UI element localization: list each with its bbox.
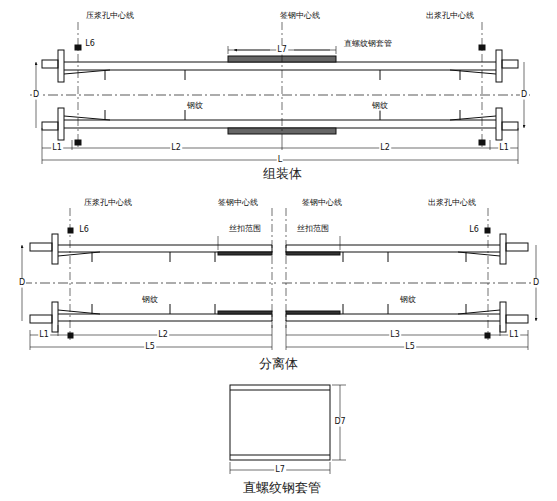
- dimension-label: L2: [379, 144, 391, 153]
- dimension-label: L5: [144, 343, 156, 352]
- dimension-label: L7: [276, 46, 288, 55]
- dimension-label: 出浆孔中心线: [427, 199, 477, 208]
- figure-caption: 组装体: [262, 167, 303, 181]
- dimension-label: L1: [508, 331, 520, 340]
- dimension-label: 签钢中心线: [217, 199, 259, 208]
- dimension-label: D7: [333, 418, 346, 427]
- dimension-label: 丝扣范围: [228, 225, 262, 234]
- dimension-label: 签钢中心线: [301, 199, 343, 208]
- dimension-label: L1: [38, 331, 50, 340]
- dimension-label: 钢纹: [399, 296, 417, 305]
- dimension-label: 钢纹: [186, 102, 204, 111]
- dimension-label: 钢纹: [371, 102, 389, 111]
- dimension-label: L6: [84, 40, 96, 49]
- dimension-label: D: [532, 279, 540, 288]
- dimension-label: L6: [78, 226, 90, 235]
- dimension-label: L1: [51, 144, 63, 153]
- dimension-label: 钢纹: [141, 296, 159, 305]
- dimension-label: D: [32, 91, 40, 100]
- dimension-label: L2: [170, 144, 182, 153]
- dimension-label: D: [520, 91, 528, 100]
- dimension-label: L1: [498, 144, 510, 153]
- dimension-label: L3: [389, 331, 401, 340]
- dimension-label: 压浆孔中心线: [83, 199, 133, 208]
- dimension-label: L2: [157, 331, 169, 340]
- dimension-label: D: [18, 279, 26, 288]
- dimension-label: L5: [404, 343, 416, 352]
- dimension-label: L6: [468, 226, 480, 235]
- dimension-label: L7: [274, 466, 286, 475]
- dimension-label: 签钢中心线: [279, 12, 321, 21]
- figure-caption: 分离体: [258, 357, 299, 371]
- figure-caption: 直螺纹钢套管: [242, 481, 322, 495]
- dimension-label: L: [277, 156, 283, 165]
- dimension-label: 直螺纹钢套管: [343, 40, 393, 49]
- dimension-label: 丝扣范围: [296, 225, 330, 234]
- dimension-label: 压浆孔中心线: [85, 12, 135, 21]
- dimension-label: 出浆孔中心线: [425, 12, 475, 21]
